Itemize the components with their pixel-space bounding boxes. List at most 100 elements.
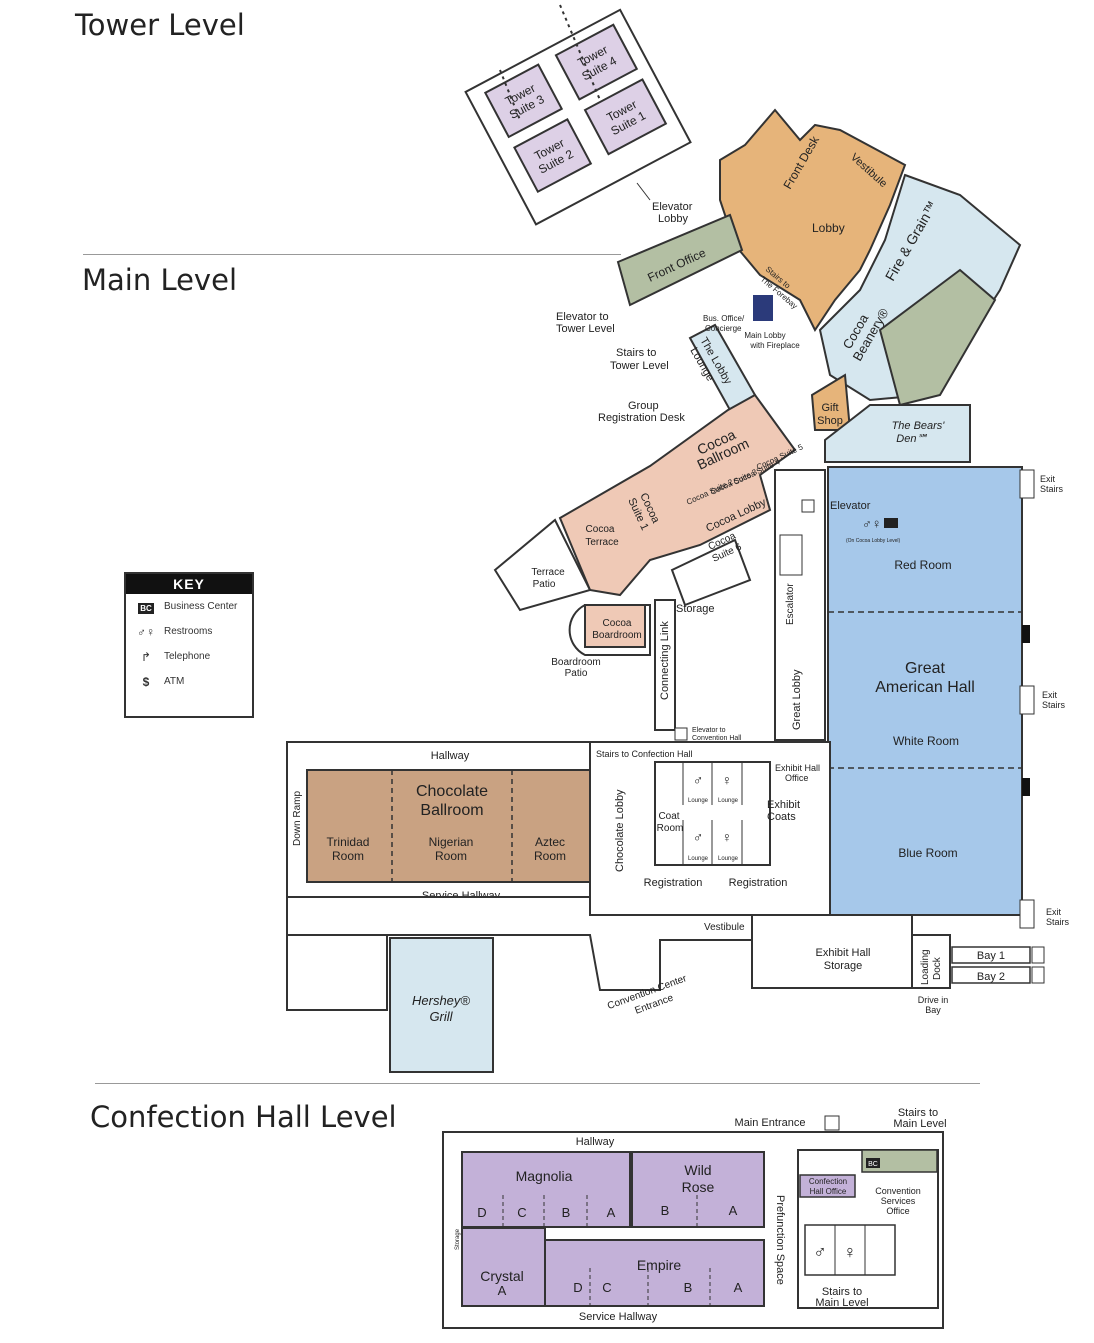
magnolia-room[interactable] xyxy=(461,1151,631,1228)
exit-stairs-middle[interactable] xyxy=(1019,685,1035,715)
tower-suite-1[interactable] xyxy=(583,78,668,156)
confection-office-label-1: Confection xyxy=(809,1177,847,1186)
terrace-patio-room[interactable] xyxy=(493,518,592,612)
elevator-icon xyxy=(824,1115,840,1131)
confection-hall-office[interactable] xyxy=(799,1174,856,1198)
tower-suite-3[interactable] xyxy=(483,63,564,139)
convention-services-label-2: Services xyxy=(881,1196,916,1206)
main-lobby-fire-label-1: Main Lobby xyxy=(744,331,785,340)
trinidad-label-2: Room xyxy=(332,849,364,863)
group-reg-label-2: Registration Desk xyxy=(598,412,685,424)
cocoa-boardroom-room[interactable] xyxy=(584,604,646,648)
boardroom-patio-label-2: Patio xyxy=(565,668,588,679)
elevator-lobby-label-1: Elevator xyxy=(652,201,693,213)
empire-label: Empire xyxy=(637,1257,682,1273)
great-lobby-corridor[interactable] xyxy=(774,469,826,741)
hershey-grill-room[interactable] xyxy=(389,937,494,1073)
wild-rose-label-1: Wild xyxy=(684,1162,711,1178)
bears-den-label-2: Den℠ xyxy=(896,433,927,445)
registration-left-label: Registration xyxy=(644,877,703,889)
gift-shop-label-1: Gift xyxy=(821,402,838,414)
wild-rose-b: B xyxy=(661,1203,670,1218)
great-american-hall[interactable] xyxy=(827,466,1023,916)
confection-restrooms xyxy=(804,1224,896,1276)
lobby-area[interactable] xyxy=(719,108,907,332)
elevator-convention-label-1: Elevator to xyxy=(692,727,726,734)
wild-rose-a: A xyxy=(729,1203,738,1218)
restroom-icon: ♂ xyxy=(693,772,704,788)
cocoa-boardroom-label-1: Cocoa xyxy=(603,618,632,629)
exit-stairs-bottom[interactable] xyxy=(1019,899,1035,929)
empire-c: C xyxy=(602,1280,611,1295)
lower-left-room xyxy=(286,934,388,1011)
storage-room[interactable] xyxy=(670,538,752,607)
wild-rose-room[interactable] xyxy=(631,1151,765,1228)
elevator-lobby-label-2: Lobby xyxy=(658,213,688,225)
great-american-hall-label-2: American Hall xyxy=(875,679,975,696)
bay-2-label: Bay 2 xyxy=(977,971,1005,983)
cocoa-boardroom-label-2: Boardroom xyxy=(592,630,641,641)
magnolia-b: B xyxy=(562,1205,571,1220)
key-row-atm: $ ATM xyxy=(126,669,252,694)
exhibit-storage-label-2: Storage xyxy=(824,960,863,972)
exit-stairs-top-label-2: Stairs xyxy=(1040,484,1064,494)
terrace-patio-label-1: Terrace xyxy=(531,567,565,578)
business-center-room[interactable] xyxy=(861,1149,938,1173)
wild-rose-label-2: Rose xyxy=(682,1179,715,1195)
escalator-stairs xyxy=(779,534,803,576)
bay-1-label: Bay 1 xyxy=(977,950,1005,962)
exhibit-office-label-2: Office xyxy=(785,773,808,783)
tower-suite-4[interactable] xyxy=(554,23,639,101)
exit-stairs-top[interactable] xyxy=(1019,469,1035,499)
elevator-label: Elevator xyxy=(830,500,871,512)
magnolia-c: C xyxy=(517,1205,526,1220)
terrace-patio-label-2: Patio xyxy=(533,579,556,590)
empire-room[interactable] xyxy=(544,1239,765,1307)
storage-label: Storage xyxy=(455,1228,461,1250)
cocoa-area[interactable] xyxy=(558,393,797,597)
convention-services-label-1: Convention xyxy=(875,1186,921,1196)
tower-level: Tower Suite 3 Tower Suite 4 Tower Suite … xyxy=(464,8,692,226)
bears-den-room[interactable] xyxy=(824,404,971,463)
prefunction-label: Prefunction Space xyxy=(774,1195,786,1285)
convention-services-label-3: Office xyxy=(886,1206,909,1216)
service-hallway-label: Service Hallway xyxy=(579,1311,658,1323)
magnolia-label: Magnolia xyxy=(516,1168,573,1184)
connecting-link-corridor[interactable] xyxy=(654,599,676,731)
loading-dock[interactable] xyxy=(911,934,951,989)
white-room-label: White Room xyxy=(893,734,959,748)
restroom-icon: ♀ xyxy=(722,772,733,788)
chocolate-ballroom[interactable] xyxy=(306,769,591,883)
key-label: Business Center xyxy=(164,601,238,612)
nigerian-label-1: Nigerian xyxy=(429,835,474,849)
restroom-icon: ♂ xyxy=(813,1242,827,1262)
bay-1[interactable] xyxy=(951,946,1031,964)
key-row-telephone: ↱ Telephone xyxy=(126,644,252,669)
exhibit-storage-room[interactable] xyxy=(751,914,913,989)
divider-main-confection xyxy=(95,1083,980,1084)
confection-level-title: Confection Hall Level xyxy=(90,1100,397,1134)
magnolia-a: A xyxy=(607,1205,616,1220)
drive-in-label-1: Drive in xyxy=(918,995,949,1005)
loading-dock-label-2: Dock xyxy=(932,956,943,980)
blue-room-label: Blue Room xyxy=(898,846,957,860)
tower-suite-2[interactable] xyxy=(513,118,593,194)
confection-hallway-label: Hallway xyxy=(576,1136,615,1148)
empire-d: D xyxy=(573,1280,582,1295)
drive-in-label-2: Bay xyxy=(925,1005,941,1015)
great-american-hall-label-1: Great xyxy=(905,660,946,677)
elevator-icon xyxy=(801,499,815,513)
stairs-main-label-1: Stairs to xyxy=(898,1107,938,1119)
elevator-tower-label-2: Tower Level xyxy=(556,323,615,335)
map-key: KEY BC Business Center ♂♀ Restrooms ↱ Te… xyxy=(124,572,254,718)
trinidad-label-1: Trinidad xyxy=(327,835,370,849)
elevator-convention-label-2: Convention Hall xyxy=(692,735,742,742)
aztec-label-2: Room xyxy=(534,849,566,863)
registration-right-label: Registration xyxy=(729,877,788,889)
restrooms-icon: ♂♀ xyxy=(137,624,155,639)
front-office-room[interactable] xyxy=(616,213,744,307)
elevator-convention-icon xyxy=(674,727,688,741)
crystal-room[interactable] xyxy=(461,1227,546,1307)
bay-2[interactable] xyxy=(951,966,1031,984)
